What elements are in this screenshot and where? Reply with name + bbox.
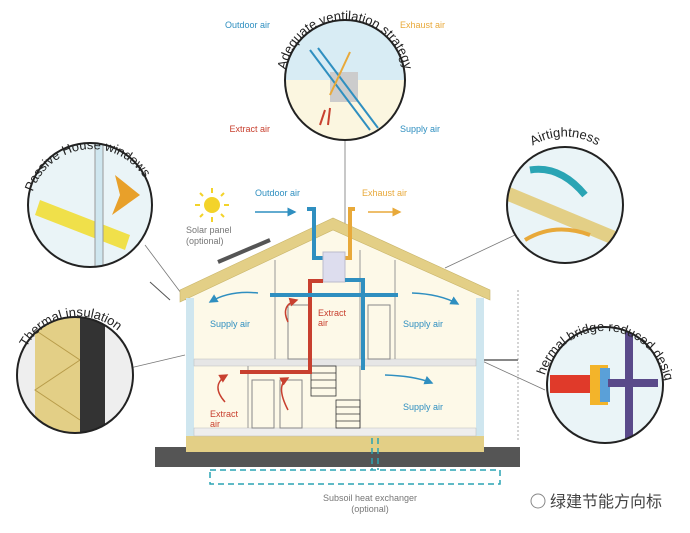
legend-exhaust-air: Exhaust air [400, 20, 445, 30]
house-labels: Outdoor air Exhaust air Solar panel (opt… [186, 188, 443, 514]
legend-supply-air: Supply air [400, 124, 440, 134]
supply-air-lower: Supply air [403, 402, 443, 412]
extract-air-lower-line2: air [210, 419, 220, 429]
callout-insulation: Thermal insulation [16, 304, 134, 434]
staircase [310, 365, 361, 429]
callout-airtightness: Airtightness [506, 125, 624, 264]
legend-outdoor-air: Outdoor air [225, 20, 270, 30]
legend-extract-air: Extract air [229, 124, 270, 134]
svg-text:Airtightness: Airtightness [527, 125, 603, 149]
extract-air-upper-line1: Extract [318, 308, 347, 318]
callout-ventilation: Adequate ventilation strategy [274, 8, 416, 141]
extract-air-lower-line1: Extract [210, 409, 239, 419]
subsoil-label: Subsoil heat exchanger [323, 493, 417, 503]
watermark-text: 绿建节能方向标 [550, 493, 662, 511]
ventilation-ducts [240, 207, 398, 374]
extract-air-upper-line2: air [318, 318, 328, 328]
subsoil-heat-exchanger [209, 438, 501, 485]
subsoil-optional: (optional) [351, 504, 389, 514]
outdoor-air-label: Outdoor air [255, 188, 300, 198]
sun-icon [195, 188, 229, 222]
air-arrows [208, 207, 460, 411]
supply-air-upper-right: Supply air [403, 319, 443, 329]
solar-panel-label: Solar panel [186, 225, 232, 235]
house [149, 188, 519, 452]
solar-panel-optional: (optional) [186, 236, 224, 246]
callout-windows: Passive House windows [21, 137, 154, 268]
exhaust-air-label: Exhaust air [362, 188, 407, 198]
watermark: 绿建节能方向标 [530, 493, 662, 511]
solar-panel [217, 238, 271, 264]
callout-airtightness-label: Airtightness [527, 125, 603, 149]
supply-air-upper-left: Supply air [210, 319, 250, 329]
